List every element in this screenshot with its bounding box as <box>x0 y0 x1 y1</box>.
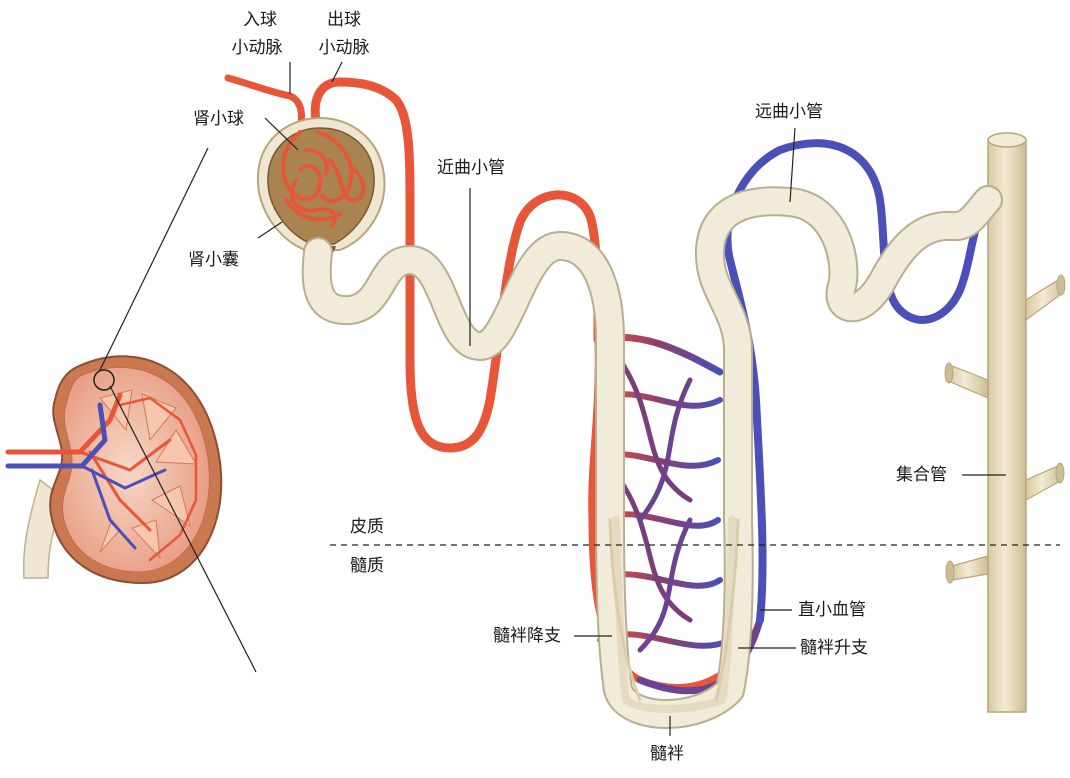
label-proximal-tubule: 近曲小管 <box>437 158 505 178</box>
label-distal-tubule: 远曲小管 <box>755 102 823 122</box>
label-cortex: 皮质 <box>350 517 384 537</box>
label-vasa-recta: 直小血管 <box>798 600 866 620</box>
label-ascending-limb: 髓袢升支 <box>800 638 868 658</box>
renal-corpuscle <box>258 118 385 258</box>
label-medulla: 髓质 <box>350 556 384 576</box>
label-descending-limb: 髓袢降支 <box>493 626 561 646</box>
label-capsule: 肾小囊 <box>188 250 239 270</box>
label-efferent-arteriole-line2: 小动脉 <box>314 38 374 58</box>
label-afferent-arteriole-line1: 入球 <box>236 10 284 30</box>
label-glomerulus: 肾小球 <box>193 109 244 129</box>
label-collecting-duct: 集合管 <box>896 465 947 485</box>
label-afferent-arteriole-line2: 小动脉 <box>227 38 287 58</box>
label-efferent-arteriole-line1: 出球 <box>320 10 368 30</box>
kidney-section <box>8 148 256 672</box>
label-loop: 髓袢 <box>650 744 684 764</box>
